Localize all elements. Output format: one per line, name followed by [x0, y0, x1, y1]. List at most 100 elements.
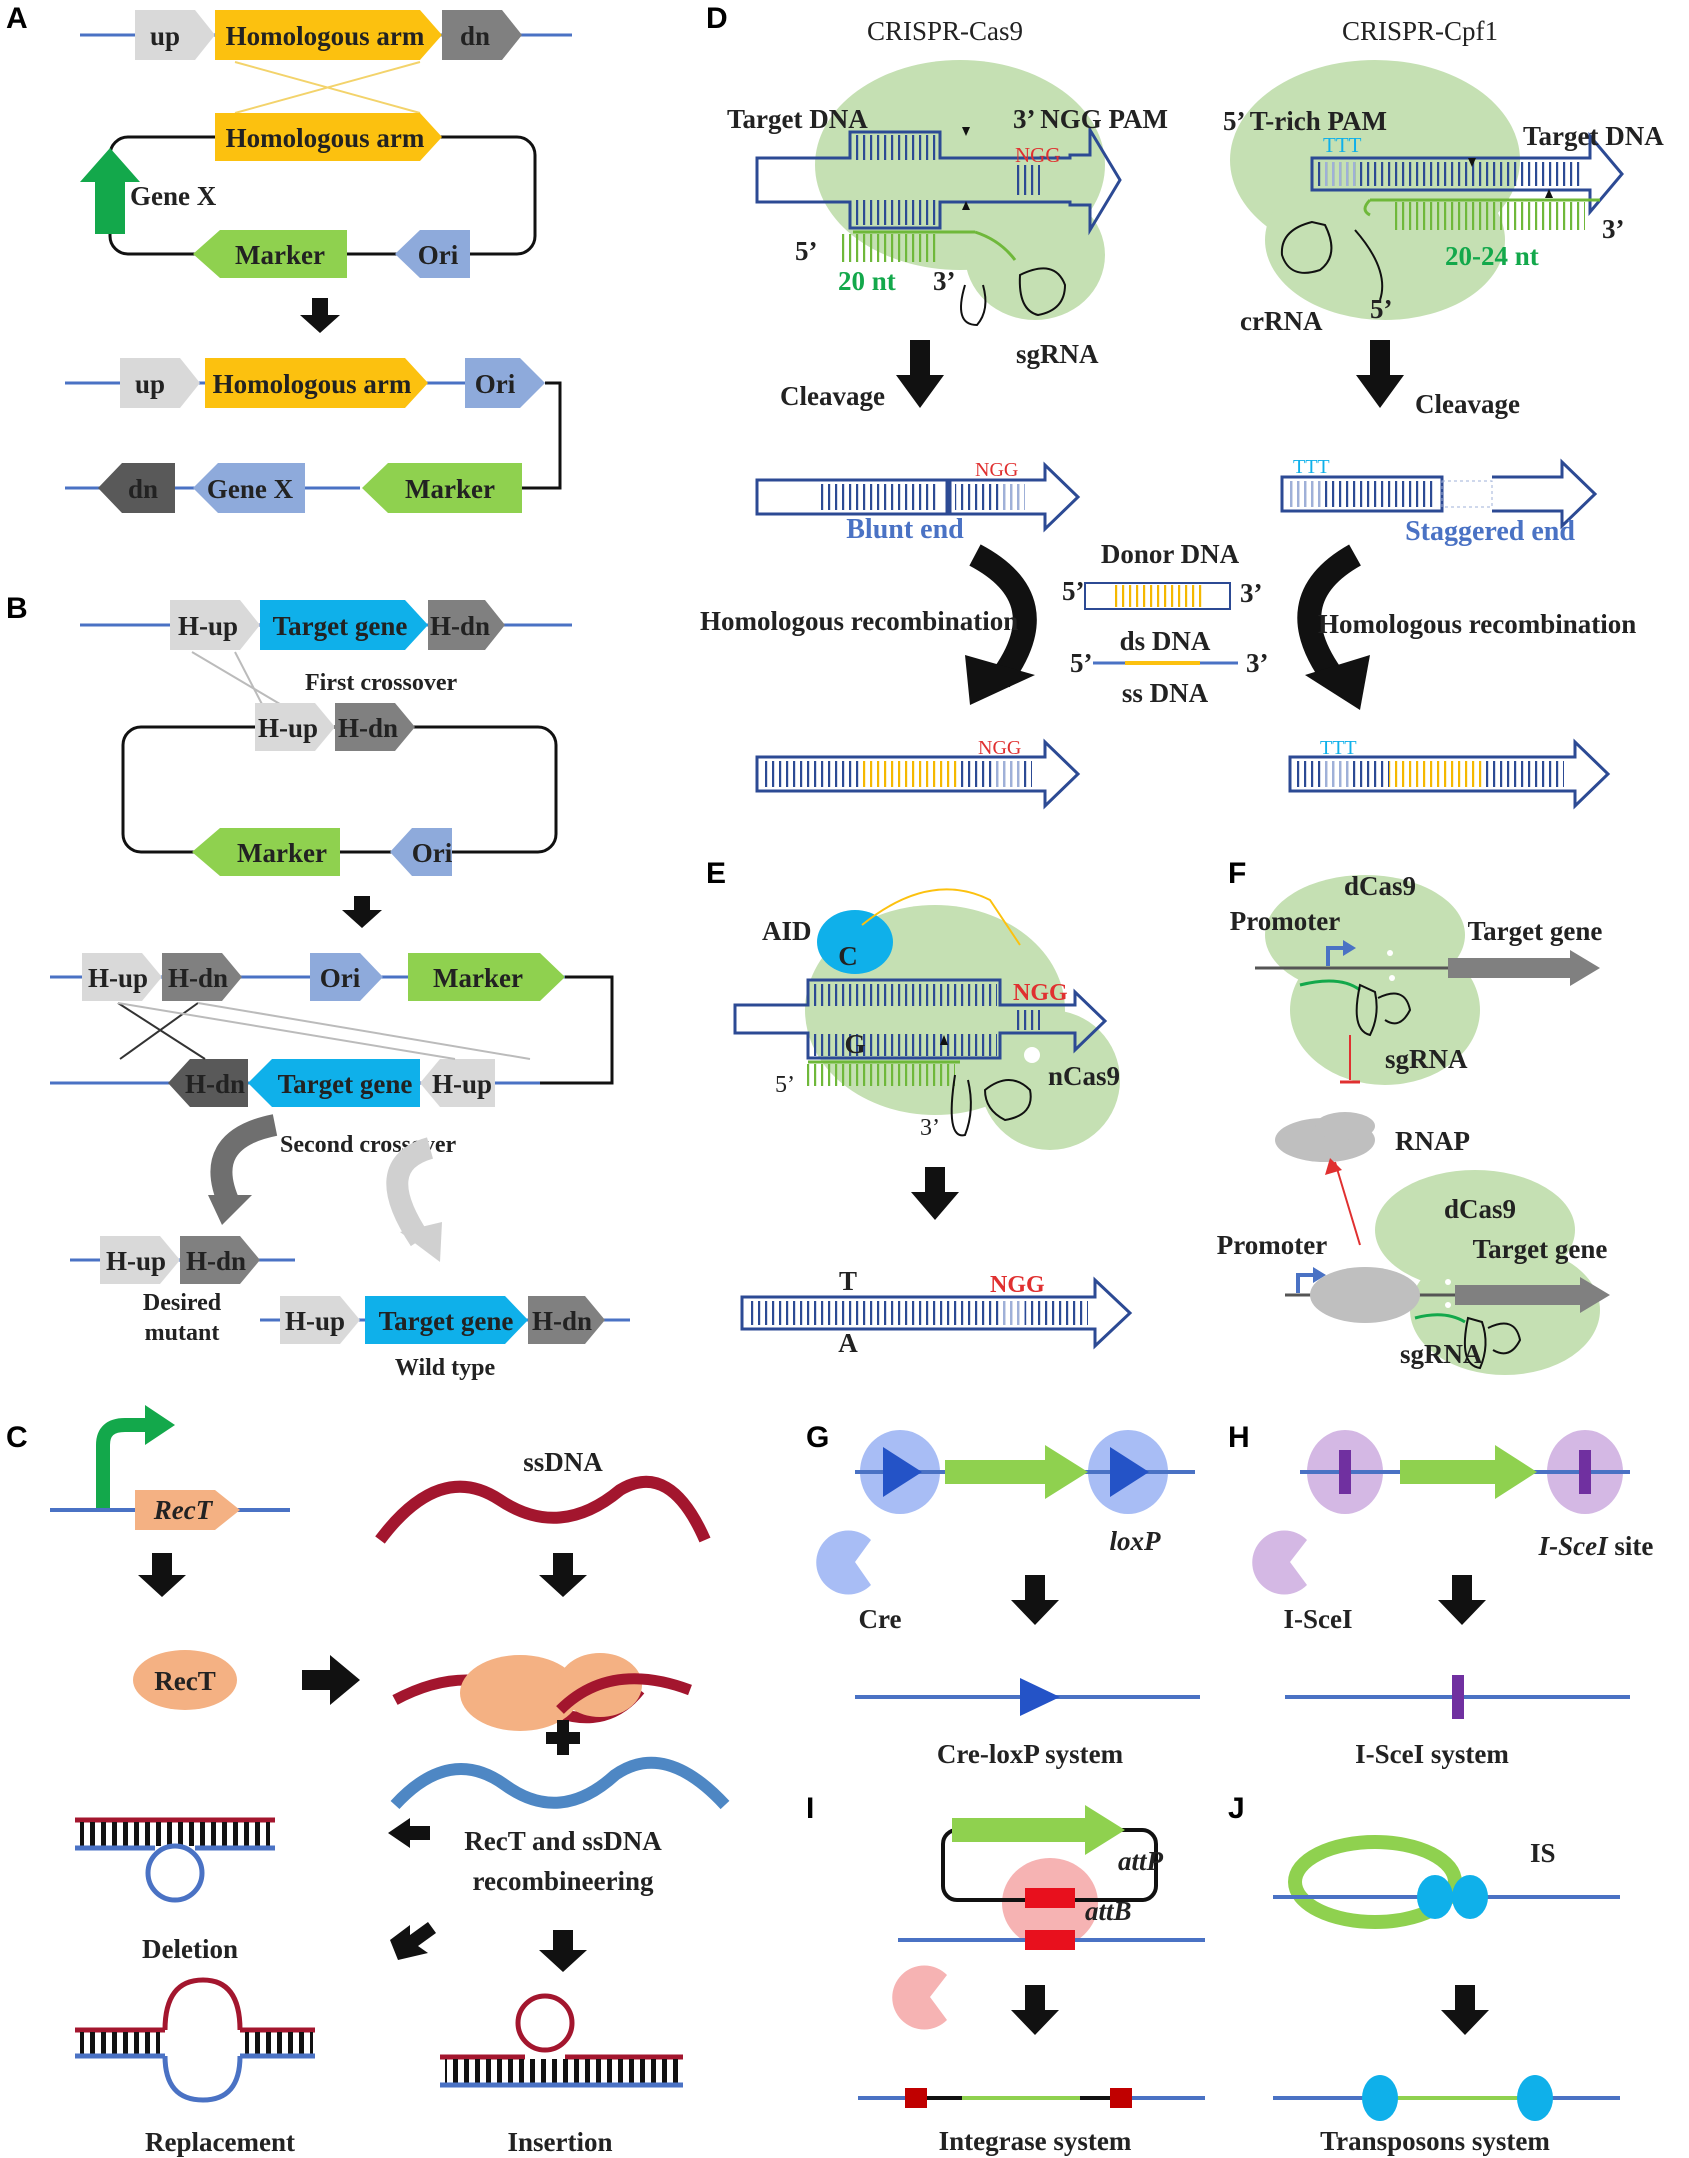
- cas9-pam-label: 3’ NGG PAM: [1013, 104, 1168, 134]
- panel-label-g: G: [806, 1421, 829, 1454]
- dsdna-label: ds DNA: [1120, 626, 1211, 656]
- isce1-caption: I-SceI system: [1355, 1739, 1509, 1769]
- e-5prime: 5’: [775, 1072, 795, 1098]
- rect-protein-label: RecT: [154, 1666, 215, 1696]
- f-target-top: Target gene: [1468, 916, 1603, 946]
- panel-c: RecT ssDNA RecT RecT and ssDNA recombine…: [50, 1405, 730, 2157]
- f-sgrna-top: sgRNA: [1385, 1044, 1468, 1074]
- gene-x-label: Gene X: [130, 181, 217, 211]
- int-hup-label: H-up: [88, 963, 148, 993]
- panel-label-h: H: [1228, 1421, 1250, 1454]
- panel-label-i: I: [806, 1792, 814, 1825]
- panel-g: Cre loxP Cre-loxP system: [816, 1430, 1200, 1769]
- dn-arrow: [442, 10, 522, 60]
- result-up-label: up: [135, 369, 165, 399]
- staggered-end-label: Staggered end: [1405, 516, 1575, 547]
- attb-label: attB: [1085, 1896, 1132, 1926]
- transposon-caption: Transposons system: [1320, 2126, 1550, 2156]
- cas9-title: CRISPR-Cas9: [867, 16, 1023, 46]
- f-sgrna-bottom: sgRNA: [1400, 1339, 1483, 1369]
- desired-label: Desired: [143, 1290, 222, 1316]
- rect-gene-label: RecT: [153, 1495, 214, 1525]
- donor-label: Donor DNA: [1101, 539, 1240, 569]
- cas9-hr-label: Homologous recombination: [700, 606, 1018, 636]
- insertion-label: Insertion: [507, 2127, 612, 2157]
- up-arrow: [135, 10, 215, 60]
- homologous-arm-arrow: [215, 10, 442, 60]
- plasmid-hup-label: H-up: [258, 713, 318, 743]
- isce1-site-label: I-SceI site: [1538, 1531, 1654, 1561]
- cas9-target-label: Target DNA: [727, 104, 868, 134]
- panel-a: up Homologous arm dn Homologous arm Gene…: [65, 10, 572, 513]
- panel-j: IS Transposons system: [1273, 1835, 1620, 2156]
- donor-5a: 5’: [1062, 576, 1085, 606]
- panel-letters: A B C D E F G H I J: [6, 2, 1250, 1825]
- panel-label-j: J: [1228, 1792, 1245, 1825]
- cre-loxp-caption: Cre-loxP system: [937, 1739, 1124, 1769]
- marker-arrow: [193, 230, 347, 278]
- panel-label-e: E: [706, 857, 726, 890]
- gene-x-arrow: [80, 148, 140, 234]
- cpf1-3prime: 3’: [1602, 214, 1625, 244]
- panel-label-b: B: [6, 592, 28, 625]
- result-dn-label: dn: [128, 474, 158, 504]
- blunt-ngg-label: NGG: [975, 459, 1018, 481]
- wt-target-label: Target gene: [379, 1306, 514, 1336]
- ncas9-label: nCas9: [1048, 1061, 1120, 1091]
- int-hdn-label: H-dn: [168, 963, 228, 993]
- result-ori-label: Ori: [475, 369, 516, 399]
- e-c-label: C: [838, 941, 858, 971]
- f-promoter-top: Promoter: [1230, 906, 1340, 936]
- f-target-bottom: Target gene: [1473, 1234, 1608, 1264]
- target-gene-arrow: [260, 600, 428, 650]
- rnap-label: RNAP: [1395, 1126, 1470, 1156]
- homologous-arm-label: Homologous arm: [226, 21, 425, 51]
- target-gene-label: Target gene: [273, 611, 408, 641]
- cas9-cleavage-label: Cleavage: [780, 381, 885, 411]
- isce1-enzyme-label: I-SceI: [1284, 1604, 1353, 1634]
- b-marker-label: Marker: [237, 838, 327, 868]
- e-ngg-label: NGG: [1013, 980, 1068, 1006]
- marker-label: Marker: [235, 240, 325, 270]
- panel-label-d: D: [706, 2, 728, 35]
- replacement-label: Replacement: [145, 2127, 295, 2157]
- plasmid-arm-label: Homologous arm: [226, 123, 425, 153]
- ori-label: Ori: [418, 240, 459, 270]
- int-marker-label: Marker: [433, 963, 523, 993]
- first-crossover-label: First crossover: [305, 670, 458, 696]
- panel-label-f: F: [1228, 857, 1246, 890]
- cpf1-title: CRISPR-Cpf1: [1342, 16, 1498, 46]
- integrase-caption: Integrase system: [939, 2126, 1132, 2156]
- int2-target-label: Target gene: [278, 1069, 413, 1099]
- attp-label: attP: [1118, 1846, 1164, 1876]
- aid-label: AID: [762, 916, 812, 946]
- cpf1-target-label: Target DNA: [1523, 121, 1664, 151]
- ssdna-label: ssDNA: [523, 1447, 603, 1477]
- down-arrow: [300, 298, 340, 333]
- panel-b: H-up Target gene H-dn First crossover H-…: [50, 600, 630, 1381]
- crrna-label: crRNA: [1240, 306, 1323, 336]
- donor-3b: 3’: [1246, 648, 1269, 678]
- rect-gene-arrow: [135, 1490, 240, 1530]
- b-ori-label: Ori: [412, 838, 453, 868]
- recomb-label-1: RecT and ssDNA: [464, 1826, 662, 1856]
- panel-i: attP attB Integrase system: [858, 1805, 1205, 2156]
- ori-arrow: [395, 230, 470, 278]
- panel-f: dCas9 Promoter Target gene sgRNA RNAP dC…: [1217, 871, 1610, 1375]
- cas9-sgrna-label: sgRNA: [1016, 339, 1099, 369]
- panel-label-a: A: [6, 2, 28, 35]
- dn-label: dn: [460, 21, 490, 51]
- isce1-site-suffix: site: [1608, 1531, 1654, 1561]
- cpf1-cleavage-label: Cleavage: [1415, 389, 1520, 419]
- result-ngg-label: NGG: [978, 737, 1021, 759]
- int-ori-label: Ori: [320, 963, 361, 993]
- cpf1-hr-label: Homologous recombination: [1318, 609, 1636, 639]
- result-gene-label: Gene X: [207, 474, 294, 504]
- f-dcas9-top: dCas9: [1344, 871, 1416, 901]
- panel-e: AID C NGG G 5’ 3’ nCas9 T NGG A: [733, 888, 1133, 1358]
- wild-type-label: Wild type: [395, 1355, 496, 1381]
- hdn-label: H-dn: [430, 611, 490, 641]
- f-dcas9-bottom: dCas9: [1444, 1194, 1516, 1224]
- recomb-label-2: recombineering: [473, 1866, 654, 1896]
